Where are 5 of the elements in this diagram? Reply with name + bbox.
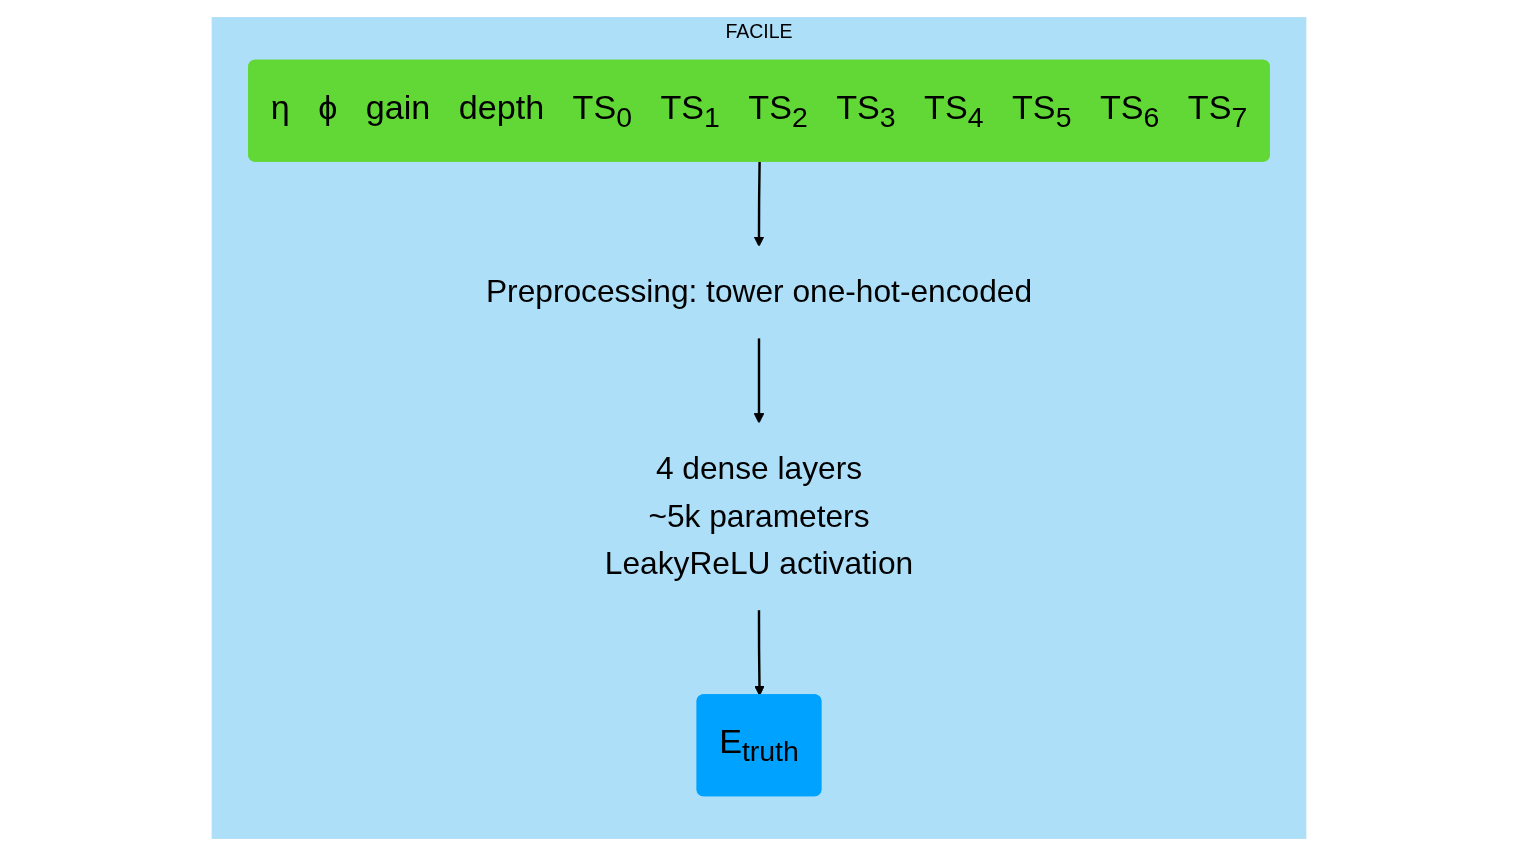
node-text: 4 dense layers ~5k parameters LeakyReLU activation	[604, 449, 914, 582]
node-text: Preprocessing: tower one-hot-encoded	[485, 272, 1033, 310]
arrow	[753, 337, 765, 424]
arrow	[753, 161, 765, 247]
arrow	[754, 609, 765, 696]
